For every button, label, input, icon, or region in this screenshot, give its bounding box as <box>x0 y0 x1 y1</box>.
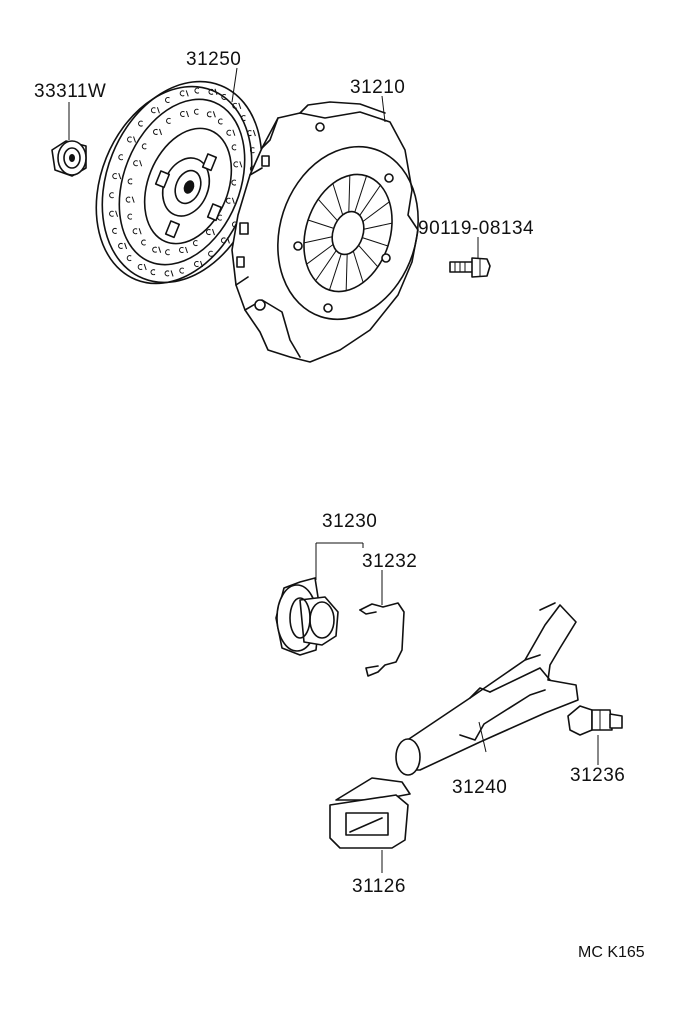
boot-drawing <box>329 777 411 849</box>
pilot-bearing-drawing <box>51 140 87 177</box>
bearing-clip-drawing <box>359 602 405 677</box>
part-label-31126: 31126 <box>352 876 406 897</box>
release-bearing-drawing <box>275 577 339 656</box>
drawing-code: MC K165 <box>578 944 645 961</box>
cover-bolt-drawing <box>449 257 491 278</box>
clutch-disc-drawing <box>95 80 263 285</box>
part-label-31240: 31240 <box>452 777 508 798</box>
part-label-31236: 31236 <box>570 765 626 786</box>
part-label-31230: 31230 <box>322 511 378 532</box>
part-label-31250: 31250 <box>186 49 242 70</box>
part-label-90119-08134: 90119-08134 <box>418 218 535 239</box>
leader-lines <box>68 67 599 873</box>
release-fork-drawing <box>395 602 579 776</box>
part-label-31232: 31232 <box>362 551 418 572</box>
fork-support-drawing <box>567 705 623 736</box>
part-label-33311w: 33311W <box>34 81 107 102</box>
part-label-31210: 31210 <box>350 77 406 98</box>
clutch-cover-drawing <box>231 101 419 363</box>
